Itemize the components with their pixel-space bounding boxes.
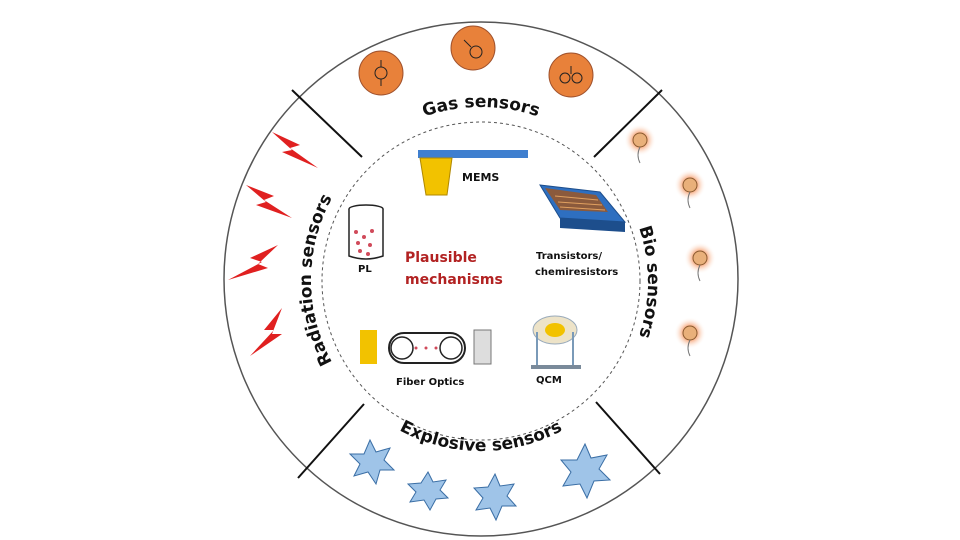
explosion-icon (472, 472, 518, 522)
outer-ring (223, 21, 739, 537)
radiation-sensors-label: Radiation sensors (296, 191, 337, 369)
explosion-icon (406, 470, 450, 512)
molecule-icon (450, 25, 496, 71)
dividers (291, 89, 663, 479)
lightning-icon (246, 185, 292, 218)
bio-orb-icon (624, 124, 656, 164)
gas-molecule-icons (358, 25, 594, 98)
explosion-icon (559, 442, 612, 500)
bio-sensors-label: Bio sensors (634, 223, 663, 340)
molecule-icon (548, 52, 594, 98)
pl-label: PL (358, 264, 372, 275)
explosion-icon (348, 438, 396, 486)
bio-orb-icon (674, 169, 706, 209)
lightning-icon (272, 132, 318, 168)
transistors-label-line2: chemiresistors (535, 267, 618, 278)
lightning-icon (228, 245, 278, 280)
qcm-icon (531, 315, 581, 369)
bio-orb-icons (624, 124, 716, 357)
qcm-label: QCM (536, 375, 562, 386)
center-title-line1: Plausible (405, 250, 477, 266)
bio-orb-icon (684, 242, 716, 282)
fiber-optics-label: Fiber Optics (396, 377, 464, 388)
explosive-sensors-label: Explosive sensors (397, 417, 565, 456)
bio-orb-icon (674, 317, 706, 357)
center-title-line2: mechanisms (405, 272, 503, 288)
mems-label: MEMS (462, 171, 499, 184)
radiation-bolt-icons (228, 132, 318, 356)
explosive-icons (348, 438, 612, 522)
molecule-icon (358, 50, 404, 96)
pl-cuvette-icon (348, 204, 384, 260)
transistor-chip-icon (539, 184, 627, 232)
gas-sensors-label: Gas sensors (420, 92, 542, 121)
mems-icon (418, 150, 528, 196)
inner-dashed-ring (321, 121, 641, 441)
lightning-icon (250, 308, 282, 356)
fiber-optics-icon (360, 329, 492, 365)
transistors-label-line1: Transistors/ (536, 251, 602, 262)
